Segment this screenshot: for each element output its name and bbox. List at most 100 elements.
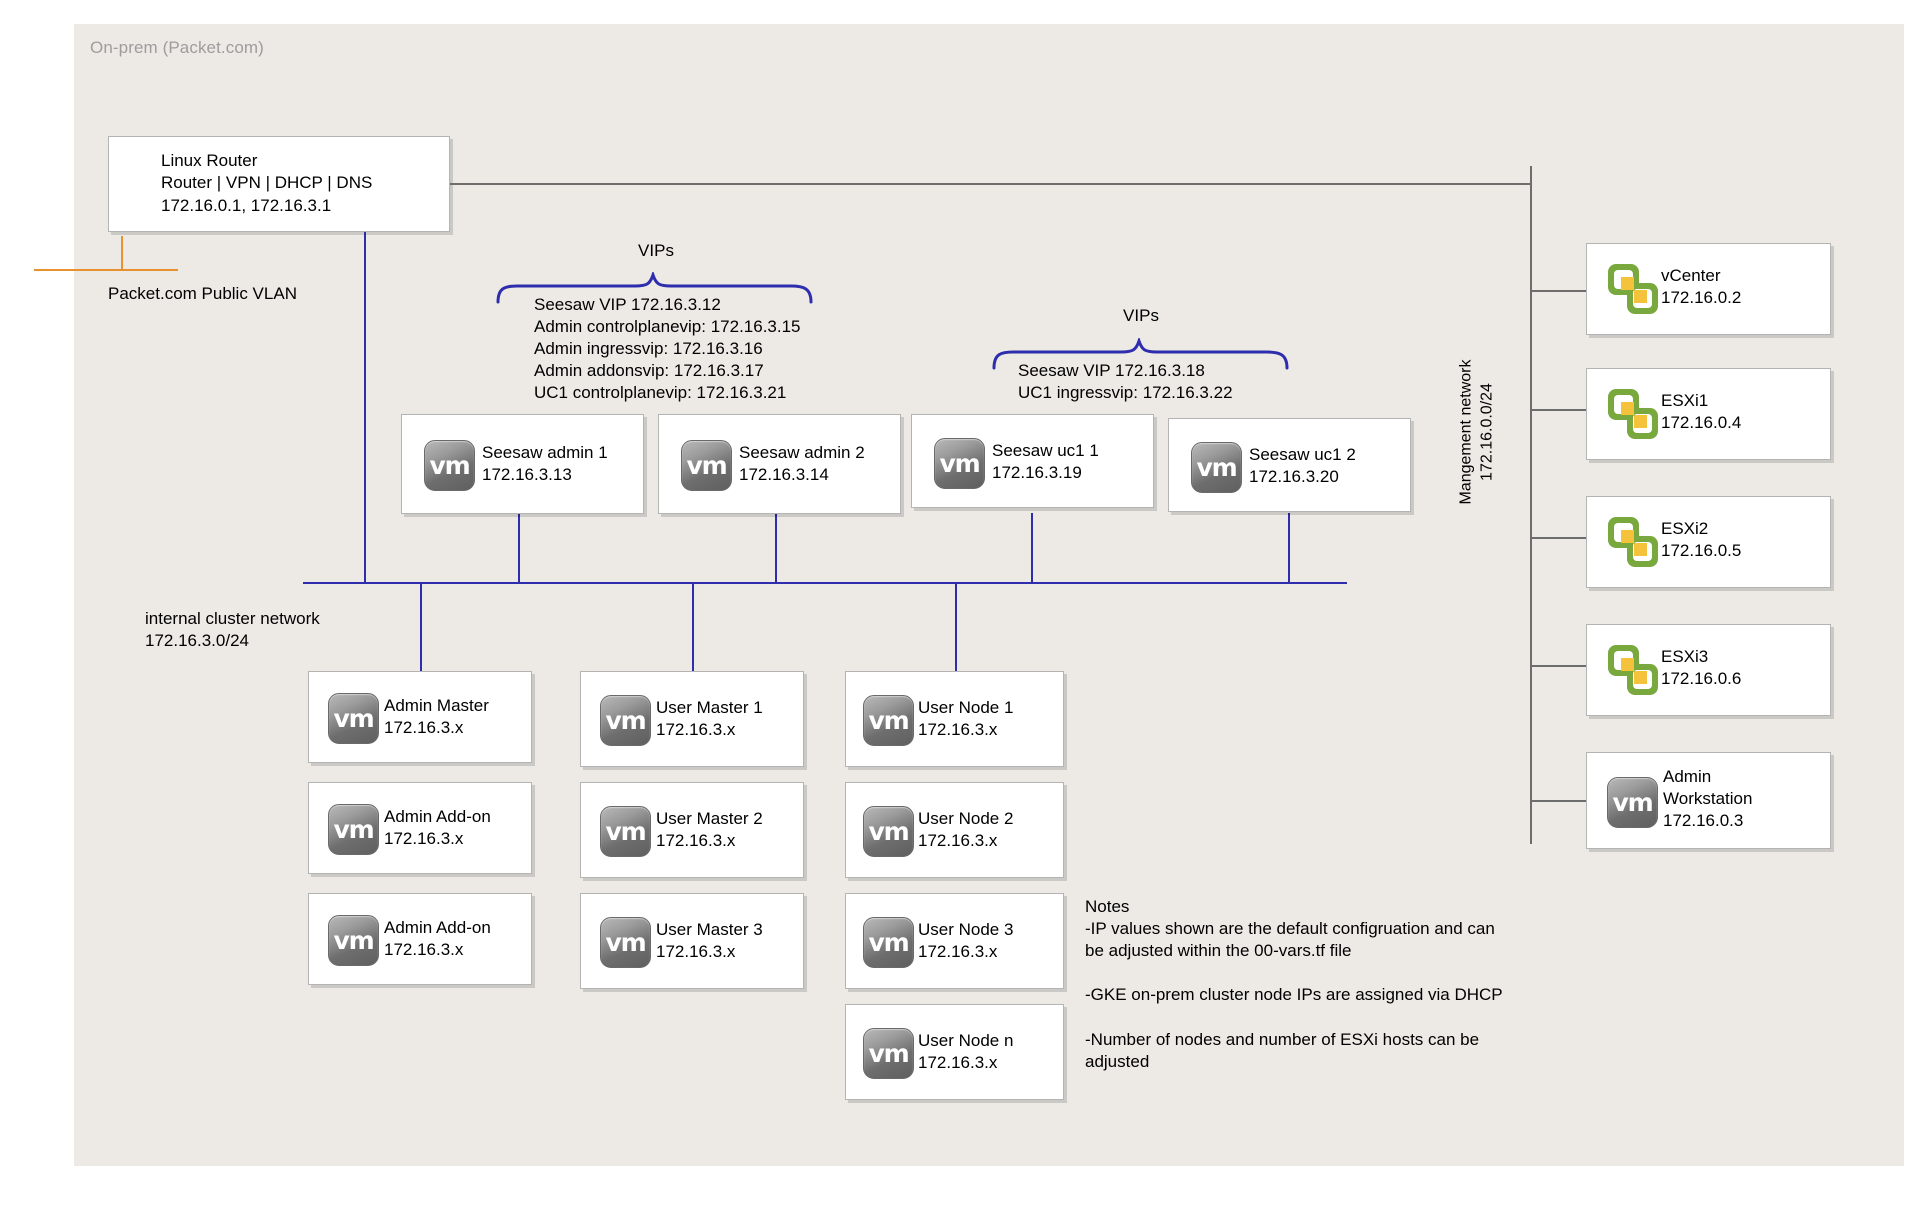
vm-icon: vm bbox=[934, 438, 985, 489]
vcenter-label: vCenter 172.16.0.2 bbox=[1661, 266, 1742, 307]
vm-icon: vm bbox=[863, 695, 914, 746]
vm-icon-glyph: vm bbox=[868, 1038, 910, 1068]
user-master-2-box[interactable]: vm User Master 2 172.16.3.x bbox=[580, 782, 804, 878]
internal-cluster-bus bbox=[303, 582, 1347, 584]
vm-icon: vm bbox=[1607, 777, 1658, 828]
seesaw-uc1-2-box[interactable]: vm Seesaw uc1 2 172.16.3.20 bbox=[1168, 418, 1411, 512]
public-vlan-line bbox=[34, 269, 178, 271]
router-to-cluster-bus-line bbox=[364, 232, 366, 583]
seesaw-admin-2-label: Seesaw admin 2 172.16.3.14 bbox=[739, 443, 865, 484]
esxi2-label: ESXi2 172.16.0.5 bbox=[1661, 519, 1742, 560]
admin-column-link bbox=[420, 582, 422, 671]
vm-icon-glyph: vm bbox=[868, 705, 910, 735]
management-stub-esxi1 bbox=[1530, 409, 1586, 411]
vm-icon: vm bbox=[424, 440, 475, 491]
seesaw-admin-2-box[interactable]: vm Seesaw admin 2 172.16.3.14 bbox=[658, 414, 901, 514]
vm-icon-glyph: vm bbox=[686, 450, 728, 480]
vips-right-brace bbox=[991, 338, 1291, 370]
vips-left-text: Seesaw VIP 172.16.3.12 Admin controlplan… bbox=[534, 295, 801, 403]
vm-icon-glyph: vm bbox=[429, 450, 471, 480]
user-master-column-link bbox=[692, 582, 694, 671]
vm-icon: vm bbox=[600, 806, 651, 857]
vm-icon: vm bbox=[600, 917, 651, 968]
vm-icon-glyph: vm bbox=[605, 816, 647, 846]
internal-network-label: internal cluster network 172.16.3.0/24 bbox=[145, 609, 320, 651]
esxi1-box[interactable]: ESXi1 172.16.0.4 bbox=[1586, 368, 1831, 460]
vm-icon-glyph: vm bbox=[868, 816, 910, 846]
vm-icon: vm bbox=[1191, 442, 1242, 493]
vm-icon-glyph: vm bbox=[333, 703, 375, 733]
vips-left-brace bbox=[495, 272, 815, 304]
seesaw-admin-1-box[interactable]: vm Seesaw admin 1 172.16.3.13 bbox=[401, 414, 644, 514]
seesaw-admin-2-link bbox=[775, 513, 777, 583]
management-stub-esxi2 bbox=[1530, 537, 1586, 539]
user-node-n-label: User Node n 172.16.3.x bbox=[918, 1031, 1014, 1072]
user-node-n-box[interactable]: vm User Node n 172.16.3.x bbox=[845, 1004, 1064, 1100]
user-node-3-label: User Node 3 172.16.3.x bbox=[918, 920, 1014, 961]
esxi-icon bbox=[1605, 642, 1661, 698]
seesaw-uc1-1-link bbox=[1031, 513, 1033, 583]
esxi-icon bbox=[1605, 514, 1661, 570]
router-to-management-line bbox=[450, 183, 1531, 185]
seesaw-admin-1-label: Seesaw admin 1 172.16.3.13 bbox=[482, 443, 608, 484]
esxi-icon bbox=[1605, 386, 1661, 442]
seesaw-uc1-2-label: Seesaw uc1 2 172.16.3.20 bbox=[1249, 445, 1356, 486]
management-stub-admin-workstation bbox=[1530, 800, 1586, 802]
public-vlan-label: Packet.com Public VLAN bbox=[108, 284, 297, 303]
router-label: Linux Router Router | VPN | DHCP | DNS 1… bbox=[161, 151, 373, 215]
vm-icon-glyph: vm bbox=[939, 448, 981, 478]
vips-right-text: Seesaw VIP 172.16.3.18 UC1 ingressvip: 1… bbox=[1018, 361, 1233, 403]
user-node-3-box[interactable]: vm User Node 3 172.16.3.x bbox=[845, 893, 1064, 989]
notes-block: Notes -IP values shown are the default c… bbox=[1085, 897, 1503, 1071]
esxi3-label: ESXi3 172.16.0.6 bbox=[1661, 647, 1742, 688]
admin-addon-2-box[interactable]: vm Admin Add-on 172.16.3.x bbox=[308, 893, 532, 985]
vm-icon-glyph: vm bbox=[333, 814, 375, 844]
vm-icon-glyph: vm bbox=[868, 927, 910, 957]
admin-master-box[interactable]: vm Admin Master 172.16.3.x bbox=[308, 671, 532, 763]
user-node-1-label: User Node 1 172.16.3.x bbox=[918, 698, 1014, 739]
seesaw-uc1-2-link bbox=[1288, 513, 1290, 583]
seesaw-admin-1-link bbox=[518, 513, 520, 583]
seesaw-uc1-1-label: Seesaw uc1 1 172.16.3.19 bbox=[992, 441, 1099, 482]
esxi1-label: ESXi1 172.16.0.4 bbox=[1661, 391, 1742, 432]
user-node-1-box[interactable]: vm User Node 1 172.16.3.x bbox=[845, 671, 1064, 767]
on-prem-title: On-prem (Packet.com) bbox=[90, 38, 264, 57]
seesaw-uc1-1-box[interactable]: vm Seesaw uc1 1 172.16.3.19 bbox=[911, 414, 1154, 508]
admin-workstation-label: Admin Workstation 172.16.0.3 bbox=[1663, 767, 1753, 830]
vm-icon-glyph: vm bbox=[1612, 787, 1654, 817]
public-vlan-drop-line bbox=[121, 236, 123, 270]
admin-addon-1-box[interactable]: vm Admin Add-on 172.16.3.x bbox=[308, 782, 532, 874]
vm-icon-glyph: vm bbox=[605, 927, 647, 957]
vm-icon: vm bbox=[600, 695, 651, 746]
vm-icon: vm bbox=[681, 440, 732, 491]
user-master-3-label: User Master 3 172.16.3.x bbox=[656, 920, 763, 961]
admin-addon-2-label: Admin Add-on 172.16.3.x bbox=[384, 918, 491, 959]
vm-icon-glyph: vm bbox=[333, 925, 375, 955]
vips-left-title: VIPs bbox=[638, 241, 674, 260]
vm-icon: vm bbox=[328, 915, 379, 966]
user-master-1-box[interactable]: vm User Master 1 172.16.3.x bbox=[580, 671, 804, 767]
vm-icon-glyph: vm bbox=[1196, 452, 1238, 482]
vm-icon: vm bbox=[863, 1028, 914, 1079]
user-master-2-label: User Master 2 172.16.3.x bbox=[656, 809, 763, 850]
router-box[interactable]: Linux Router Router | VPN | DHCP | DNS 1… bbox=[108, 136, 450, 232]
vm-icon: vm bbox=[328, 693, 379, 744]
esxi3-box[interactable]: ESXi3 172.16.0.6 bbox=[1586, 624, 1831, 716]
admin-master-label: Admin Master 172.16.3.x bbox=[384, 696, 489, 737]
management-stub-esxi3 bbox=[1530, 665, 1586, 667]
esxi-icon bbox=[1605, 261, 1661, 317]
user-node-column-link bbox=[955, 582, 957, 671]
user-master-3-box[interactable]: vm User Master 3 172.16.3.x bbox=[580, 893, 804, 989]
admin-addon-1-label: Admin Add-on 172.16.3.x bbox=[384, 807, 491, 848]
user-node-2-box[interactable]: vm User Node 2 172.16.3.x bbox=[845, 782, 1064, 878]
user-node-2-label: User Node 2 172.16.3.x bbox=[918, 809, 1014, 850]
vips-right-title: VIPs bbox=[1123, 306, 1159, 325]
admin-workstation-box[interactable]: vm Admin Workstation 172.16.0.3 bbox=[1586, 752, 1831, 849]
management-trunk-line bbox=[1530, 166, 1532, 844]
vm-icon-glyph: vm bbox=[605, 705, 647, 735]
vcenter-box[interactable]: vCenter 172.16.0.2 bbox=[1586, 243, 1831, 335]
vm-icon: vm bbox=[863, 917, 914, 968]
vm-icon: vm bbox=[863, 806, 914, 857]
esxi2-box[interactable]: ESXi2 172.16.0.5 bbox=[1586, 496, 1831, 588]
